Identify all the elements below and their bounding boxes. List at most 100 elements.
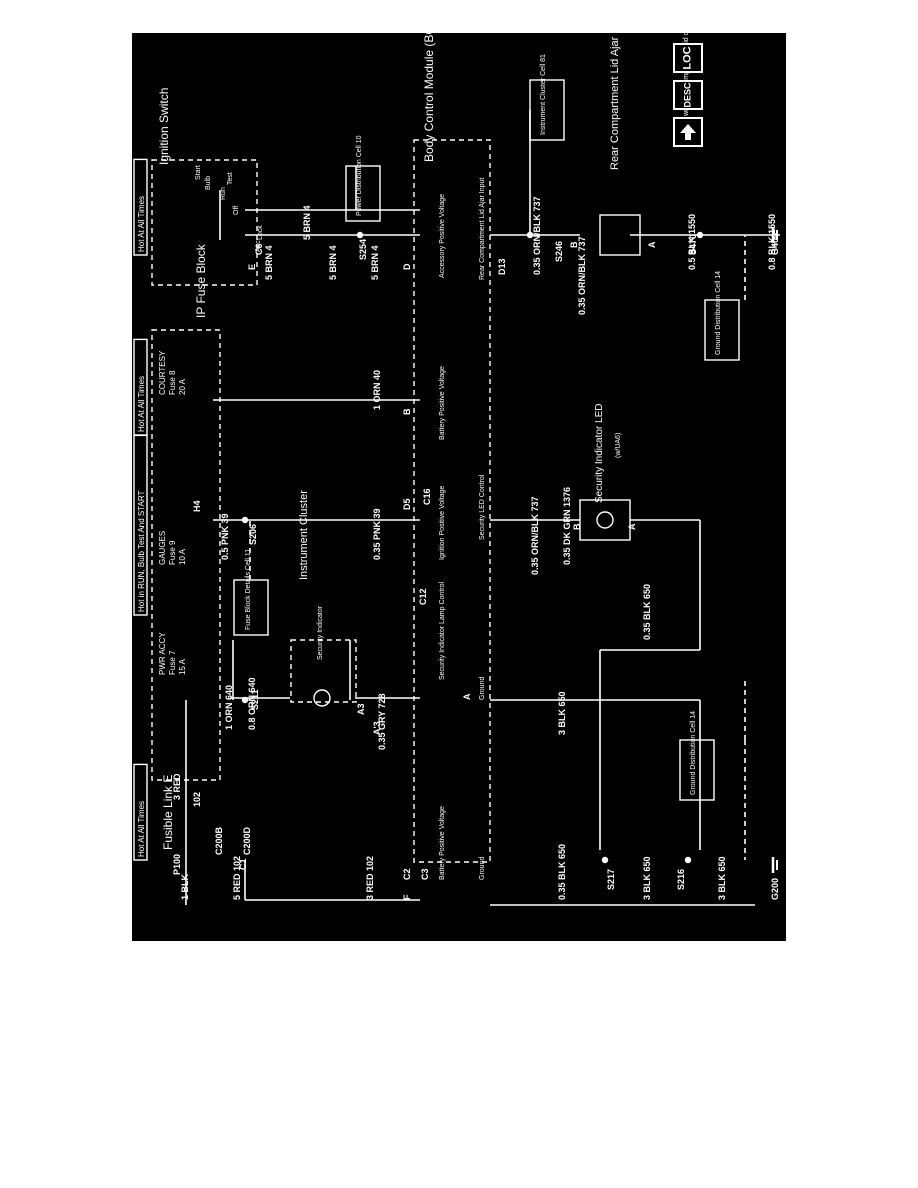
wire-label-17: 5 BRN 4	[328, 245, 338, 280]
bcm-input-1: Security Indicator Lamp Control	[439, 582, 446, 680]
fuse-name-2: COURTESY	[158, 350, 167, 395]
arrow-up-icon	[680, 124, 696, 140]
wire-label-1: 5 RED 102	[232, 856, 242, 900]
ignition-position-2: Off	[233, 206, 240, 215]
rear-switch-title: Rear Compartment Lid Ajar Indicator Swit…	[609, 33, 621, 170]
wire-label-7: 1 ORN 640	[224, 685, 234, 730]
desc-label: DESC	[682, 82, 693, 108]
splice-s254	[356, 231, 364, 239]
ignition-position-6: Start	[195, 165, 202, 180]
fuse-block-details-label: Fuse Block Details Cell 11	[245, 549, 252, 630]
connector-label-5: C200D	[242, 826, 252, 855]
bcm-input-2: Ignition Positive Voltage	[439, 486, 446, 560]
ground-label-1: G400	[770, 233, 780, 255]
fuse-rating-2: 20 A	[178, 378, 187, 395]
splice-label-2: S211	[250, 689, 260, 710]
security-led-title: Security Indicator LED	[594, 404, 605, 504]
connector-label-3: C3	[420, 868, 430, 880]
bcm-input-0: Battery Positive Voltage	[439, 806, 446, 880]
connector-label-4: C200B	[214, 826, 224, 855]
ignition-position-0: Acc	[255, 240, 262, 252]
bcm-input-8: Ground	[479, 677, 486, 700]
bcm-outline	[413, 139, 491, 863]
ground-distribution-label-1: Ground Distribution Cell 14	[690, 711, 697, 795]
wire-label-2: 3 RED 102	[365, 856, 375, 900]
splice-s206	[241, 516, 249, 524]
splice-s216	[684, 856, 692, 864]
bcm-title: Body Control Module (BCM)	[422, 33, 436, 162]
pin-label-2: B	[402, 408, 412, 415]
splice-label-0: S217	[606, 869, 616, 890]
connector-label-7: C12	[418, 588, 428, 605]
ground-distribution-box-1	[679, 739, 715, 801]
wire-label-11: 0.5 PNK 39	[220, 513, 230, 560]
wire-label-8: 0.8 ORN 640	[247, 677, 257, 730]
pin-label-7: A	[627, 523, 637, 530]
connector-label-9: D13	[497, 258, 507, 275]
splice-label-4: S254	[358, 239, 368, 260]
wire-label-0: 1 BLK	[180, 873, 190, 900]
wire-label-19: 5 BRN 4	[302, 205, 312, 240]
connector-label-0: P100	[172, 854, 182, 875]
fusible-link-title: Fusible Link E	[161, 775, 175, 850]
fuse-number-0: Fuse 7	[168, 650, 177, 675]
ignition-switch-title: Ignition Switch	[157, 88, 171, 165]
connector-label-8: C16	[422, 488, 432, 505]
ip-fuse-block-title: IP Fuse Block	[194, 243, 208, 318]
splice-label-3: S206	[248, 524, 258, 545]
connector-label-12: A'3	[372, 721, 382, 735]
connector-label-1: C1	[238, 858, 248, 870]
ignition-position-5: Bulb	[205, 176, 212, 190]
hot-box-1	[133, 763, 148, 861]
loc-label: LOC	[681, 46, 694, 70]
hot-box-3	[133, 338, 148, 436]
pin-label-3: D	[402, 263, 412, 270]
instrument-cluster-ref-label: Instrument Cluster Cell 81	[540, 54, 547, 135]
splice-s470	[696, 231, 704, 239]
up-arrow-button[interactable]	[673, 117, 703, 147]
rear-switch-box	[599, 214, 641, 256]
ground-distribution-box-2	[704, 299, 740, 361]
bcm-input-5: Ground	[479, 857, 486, 880]
loc-button[interactable]: LOC	[673, 43, 703, 73]
splice-label-1: S216	[676, 869, 686, 890]
connector-label-14: H4	[192, 500, 202, 512]
wire-label-6: 3 BLK 650	[717, 856, 727, 900]
security-indicator-label: Security Indicator	[317, 605, 324, 660]
wire-label-14: 0.35 BLK 650	[642, 584, 652, 640]
bcm-input-4: Accessory Positive Voltage	[439, 194, 446, 278]
splice-s211	[241, 696, 249, 704]
wire-label-3: 3 RED	[172, 773, 182, 800]
bcm-input-7: Rear Compartment Lid Ajar Input	[479, 178, 486, 280]
wire-label-15: 1 ORN 40	[372, 370, 382, 410]
power-distribution-label: Power Distribution Cell 10	[356, 135, 363, 216]
fuse-name-1: GAUGES	[158, 531, 167, 565]
ground-label-0: G200	[770, 878, 780, 900]
wire-label-12: 0.35 PNK 39	[372, 508, 382, 560]
instrument-cluster-title: Instrument Cluster	[298, 490, 310, 580]
wire-label-23: 0.5 BLK 1550	[687, 214, 697, 270]
hot-box-4	[133, 158, 148, 256]
wire-label-24: 0.8 BLK 1550	[767, 214, 777, 270]
splice-label-6: S470	[688, 234, 698, 255]
wire-label-9: 0.35 GRY 728	[377, 693, 387, 750]
desc-button[interactable]: DESC	[673, 80, 703, 110]
security-led-note: (w/UA6)	[615, 433, 622, 458]
ignition-position-3: Run	[220, 187, 227, 200]
wire-label-21: 0.35 ORN/BLK 737	[532, 196, 542, 275]
wire-label-22: 0.35 ORN/BLK 737	[577, 236, 587, 315]
bcm-input-3: Battery Positive Voltage	[439, 366, 446, 440]
wire-label-18: 5 BRN 4	[370, 245, 380, 280]
wire-label-16: 5 BRN 4	[264, 245, 274, 280]
pin-label-1: A	[462, 693, 472, 700]
pin-label-0: F	[402, 894, 412, 900]
fuse-name-0: PWR ACCY	[158, 632, 167, 675]
instrument-cluster-ref-box	[529, 79, 565, 141]
fuse-number-1: Fuse 9	[168, 540, 177, 565]
pin-label-4: E	[247, 264, 257, 270]
ignition-position-4: Test	[227, 172, 234, 185]
ignition-position-1: Lock	[257, 225, 264, 240]
pin-label-5: A	[647, 241, 657, 248]
wire-label-4: 0.35 BLK 650	[557, 844, 567, 900]
